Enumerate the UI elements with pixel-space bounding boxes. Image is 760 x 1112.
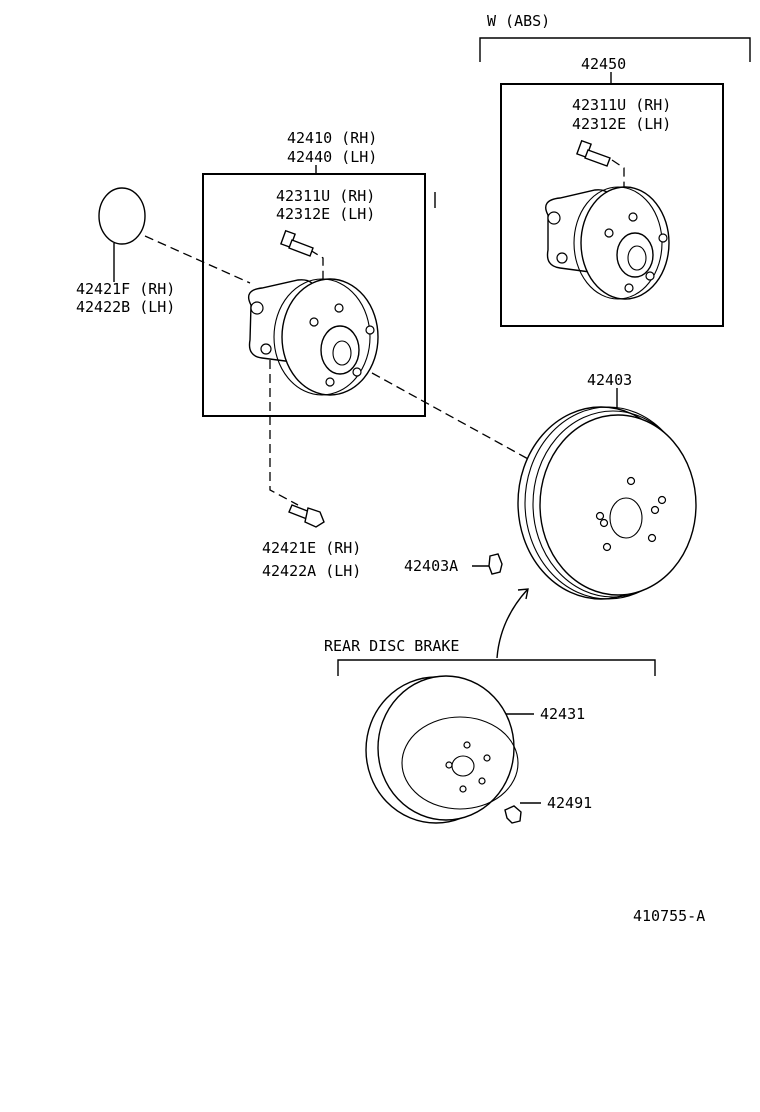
label-rear-disc-brake: REAR DISC BRAKE	[324, 637, 459, 655]
label-cap-lh: 42422B (LH)	[76, 298, 175, 316]
hub-box	[202, 173, 426, 417]
disc-bracket	[337, 659, 656, 676]
label-bolt-lh: 42312E (LH)	[276, 205, 375, 223]
label-bolt-rh: 42311U (RH)	[276, 187, 375, 205]
brake-drum-group: 42403 42403A	[404, 371, 697, 600]
label-hub-bolt-lh: 42422A (LH)	[262, 562, 361, 580]
hub-bolt-group: 42421E (RH) 42422A (LH)	[262, 504, 361, 580]
hub-group: 42410 (RH) 42440 (LH) 42311U (RH) 42312E…	[144, 129, 531, 506]
abs-hub-box	[500, 83, 724, 327]
label-drum: 42403	[587, 371, 632, 389]
label-bolt-abs-lh: 42312E (LH)	[572, 115, 671, 133]
dash-hub-to-bolt	[269, 360, 299, 506]
grease-cap-icon	[98, 187, 146, 245]
label-hub-bolt-rh: 42421E (RH)	[262, 539, 361, 557]
label-bolt-abs-rh: 42311U (RH)	[572, 96, 671, 114]
label-hub-lh: 42440 (LH)	[287, 148, 377, 166]
figure-id: 410755-A	[633, 907, 705, 925]
arrow-to-drum	[496, 589, 528, 659]
brake-disc-icon	[365, 675, 519, 824]
brake-drum-icon	[517, 406, 697, 600]
grease-cap-group: 42421F (RH) 42422B (LH)	[76, 187, 175, 316]
dash-cap-to-hub	[144, 235, 251, 284]
abs-hub-assembly-icon	[545, 186, 670, 300]
abs-hub-bolt-icon	[576, 139, 625, 192]
label-hub-abs: 42450	[581, 55, 626, 73]
label-disc: 42431	[540, 705, 585, 723]
abs-group: W (ABS) 42450 42311U (RH) 42312E (LH)	[479, 12, 751, 327]
rear-disc-brake-group: REAR DISC BRAKE 42431 42491	[324, 588, 656, 824]
arrow-head	[517, 588, 529, 600]
hub-assembly-icon	[247, 278, 379, 396]
label-cap-rh: 42421F (RH)	[76, 280, 175, 298]
disc-clip-icon	[504, 805, 522, 824]
label-clip: 42403A	[404, 557, 458, 575]
label-hub-rh: 42410 (RH)	[287, 129, 377, 147]
hub-bolt-icon	[280, 229, 324, 282]
hub-bolt-lower-icon	[288, 504, 325, 528]
label-disc-clip: 42491	[547, 794, 592, 812]
clip-icon	[488, 553, 503, 575]
label-w-abs: W (ABS)	[487, 12, 550, 30]
abs-bracket	[479, 37, 751, 62]
dash-hub-to-drum	[371, 372, 531, 461]
